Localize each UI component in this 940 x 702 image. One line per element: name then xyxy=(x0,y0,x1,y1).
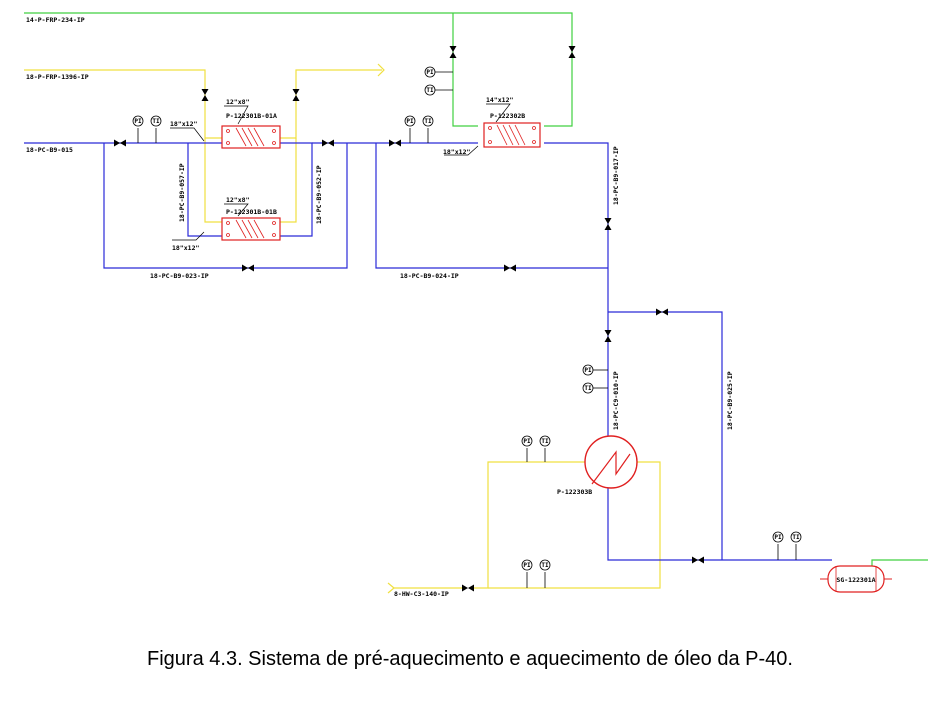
hx-c-tag: P-122302B xyxy=(490,112,525,120)
reducer-3: 18"x12" xyxy=(443,148,470,156)
valve-017 xyxy=(604,218,612,230)
green-lines xyxy=(24,12,928,578)
label-025: 18-PC-B9-025-IP xyxy=(726,371,734,430)
label-010: 18-PC-C9-010-IP xyxy=(612,371,620,430)
valve-010 xyxy=(604,330,612,342)
valve-025 xyxy=(656,308,668,316)
label-main-blue: 18-PC-B9-015 xyxy=(26,146,73,154)
label-yellow-top: 18-P-FRP-1396-IP xyxy=(26,73,89,81)
figure-caption: Figura 4.3. Sistema de pré-aquecimento e… xyxy=(147,648,793,670)
ti-hx-c: TI xyxy=(422,115,434,143)
pid-diagram: PI TI PI TI PI TI xyxy=(24,12,928,598)
svg-text:PI: PI xyxy=(406,118,414,125)
pi-hx-c: PI xyxy=(404,115,416,143)
valve-015-b xyxy=(322,139,334,147)
label-017: 18-PC-B9-017-IP xyxy=(612,146,620,205)
valve-green-left xyxy=(449,46,457,58)
label-green-top: 14-P-FRP-234-IP xyxy=(26,16,85,24)
ti-010: TI xyxy=(582,382,608,394)
ti-separator: TI xyxy=(790,531,802,560)
label-057: 18-PC-B9-057-IP xyxy=(178,163,186,222)
valve-hw xyxy=(462,584,474,592)
label-023: 18-PC-B9-023-IP xyxy=(150,272,209,280)
instruments: PI TI PI TI PI TI xyxy=(132,66,802,588)
valve-024 xyxy=(504,264,516,272)
reducer-5: 12"x8" xyxy=(226,196,250,204)
valve-outlet xyxy=(692,556,704,564)
reducer-4: 12"x8" xyxy=(226,98,250,106)
svg-text:PI: PI xyxy=(774,534,782,541)
svg-text:TI: TI xyxy=(152,118,160,125)
pi-010: PI xyxy=(582,364,608,376)
heater-tag: P-122303B xyxy=(557,488,592,496)
leaders xyxy=(170,103,511,241)
valve-023 xyxy=(242,264,254,272)
separator xyxy=(820,565,892,593)
svg-text:PI: PI xyxy=(523,562,531,569)
label-024: 18-PC-B9-024-IP xyxy=(400,272,459,280)
valve-015-c xyxy=(389,139,401,147)
valve-015 xyxy=(114,139,126,147)
svg-text:PI: PI xyxy=(134,118,142,125)
svg-text:PI: PI xyxy=(523,438,531,445)
ti-green: TI xyxy=(424,84,453,96)
svg-text:TI: TI xyxy=(426,87,434,94)
valves xyxy=(114,46,704,592)
pi-hx-a: PI xyxy=(132,115,144,143)
pi-separator: PI xyxy=(772,531,784,560)
svg-text:TI: TI xyxy=(584,385,592,392)
reducer-2: 18"x12" xyxy=(172,244,199,252)
label-052: 18-PC-B9-052-IP xyxy=(315,165,323,224)
valve-yellow-left xyxy=(201,89,209,101)
separator-tag: SG-122301A xyxy=(836,576,875,584)
svg-text:PI: PI xyxy=(584,367,592,374)
heat-exchanger-b xyxy=(221,217,281,241)
hx-b-tag: P-122301B-01B xyxy=(226,208,277,216)
reducer-1: 18"x12" xyxy=(170,120,197,128)
svg-text:TI: TI xyxy=(541,562,549,569)
ti-heater-top: TI xyxy=(539,435,551,462)
svg-text:TI: TI xyxy=(792,534,800,541)
pi-heater-top: PI xyxy=(521,435,533,462)
valve-yellow-right xyxy=(292,89,300,101)
label-hw: 8-HW-C3-140-IP xyxy=(394,590,449,598)
ti-hx-a: TI xyxy=(150,115,162,143)
heater xyxy=(584,435,638,489)
valve-green-right xyxy=(568,46,576,58)
blue-lines xyxy=(24,142,832,561)
yellow-lines xyxy=(24,63,661,594)
heat-exchanger-a xyxy=(221,125,281,149)
pi-green: PI xyxy=(424,66,453,78)
svg-text:PI: PI xyxy=(426,69,434,76)
pi-heater-bottom: PI xyxy=(521,559,533,588)
heat-exchanger-c xyxy=(483,122,541,148)
hx-a-tag: P-122301B-01A xyxy=(226,112,277,120)
svg-text:TI: TI xyxy=(541,438,549,445)
ti-heater-bottom: TI xyxy=(539,559,551,588)
reducer-6: 14"x12" xyxy=(486,96,513,104)
svg-text:TI: TI xyxy=(424,118,432,125)
